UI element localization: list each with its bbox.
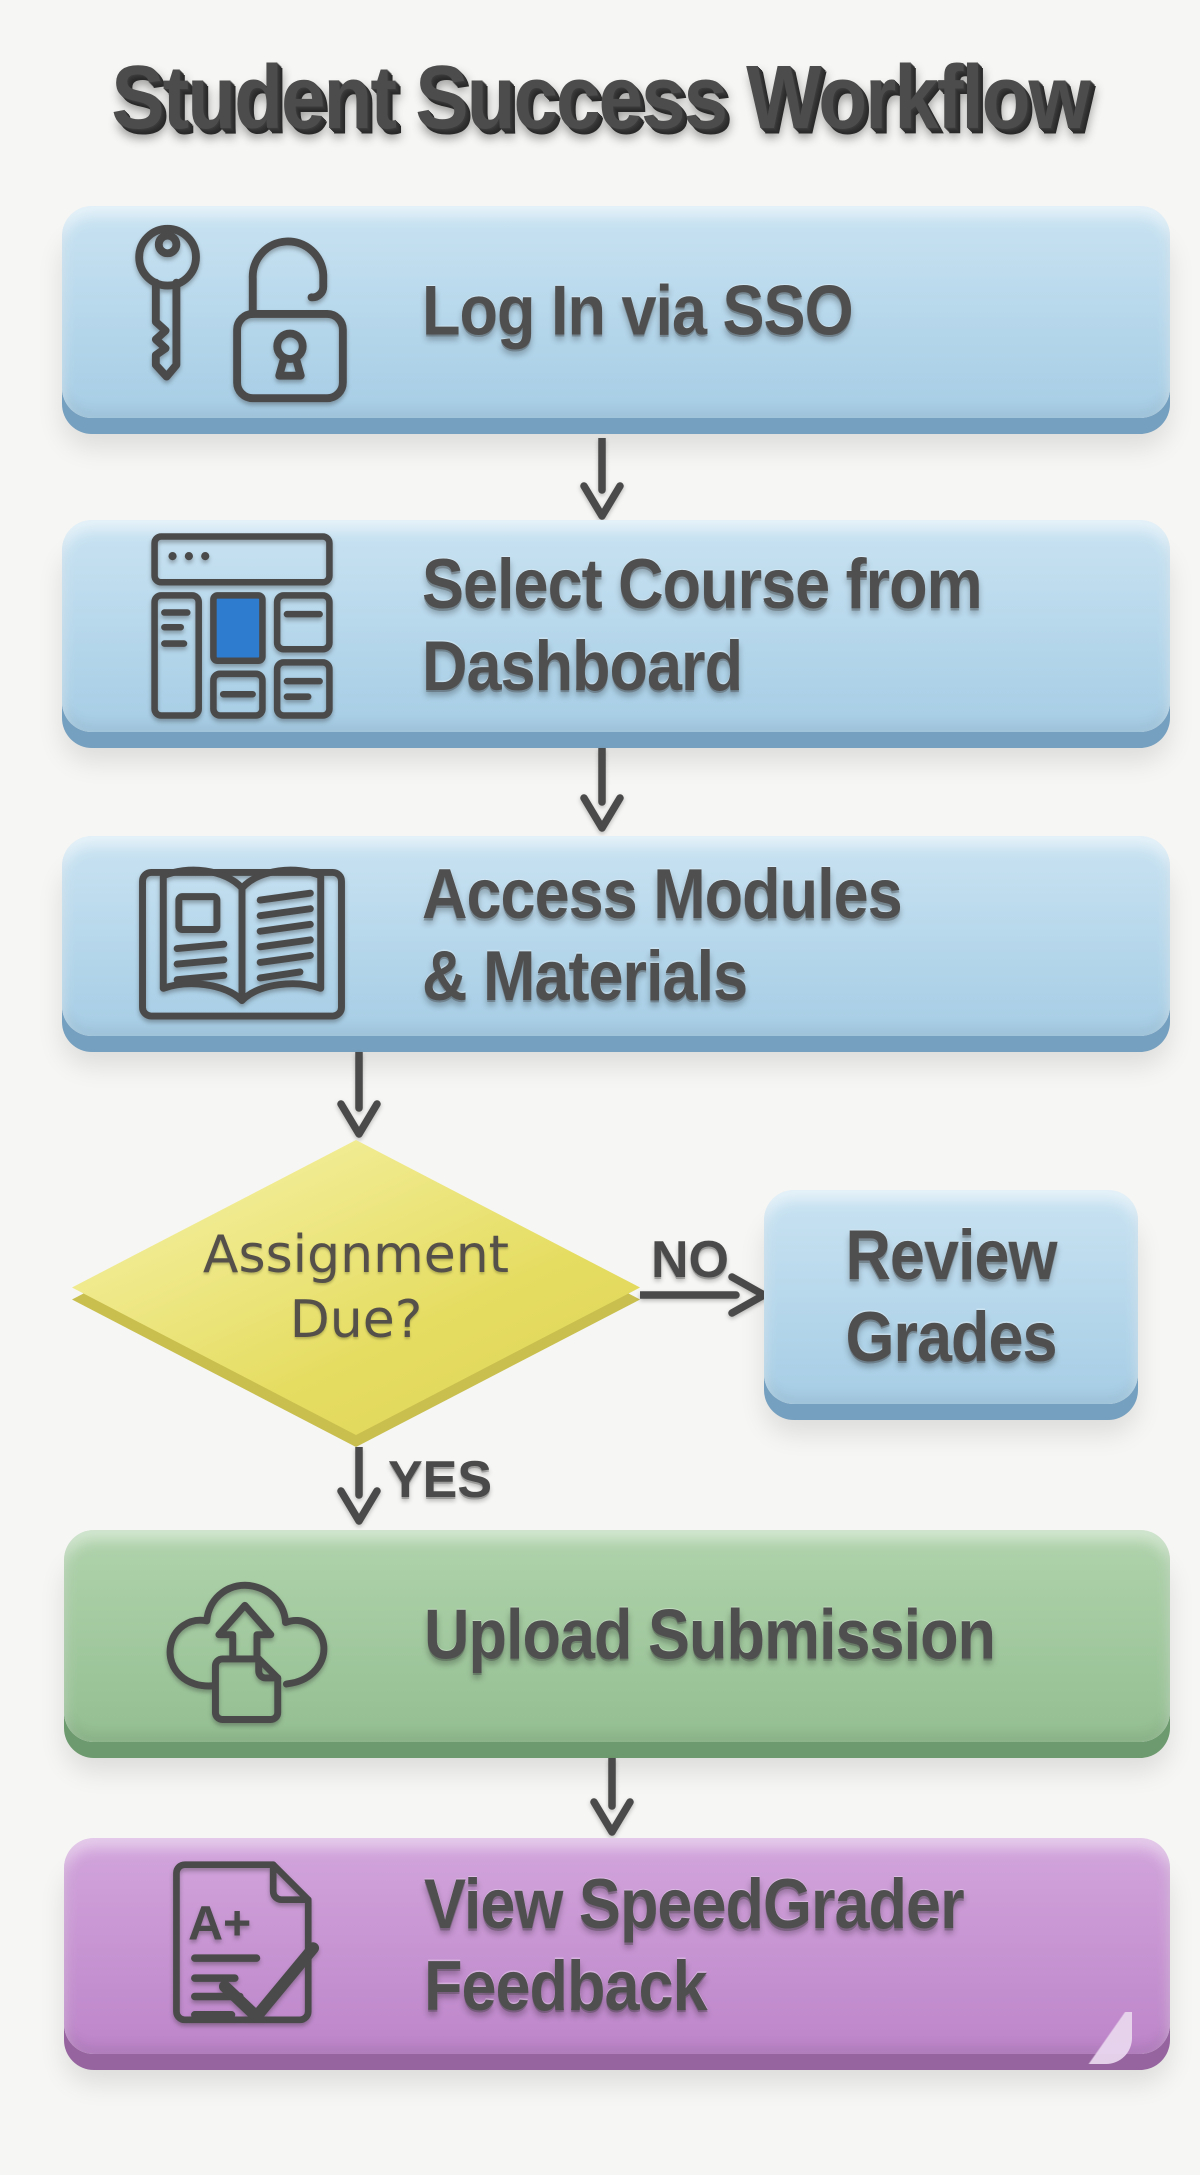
node-access-modules-label: Access Modules & Materials — [422, 855, 903, 1016]
arrow-decision-to-upload — [331, 1447, 387, 1527]
graded-feedback-icon: A+ — [64, 1848, 424, 2044]
page-curl-decoration — [1080, 2012, 1132, 2064]
edge-label-yes: YES — [388, 1451, 493, 1509]
arrow-select-to-modules — [574, 748, 630, 834]
node-login-label: Log In via SSO — [422, 272, 854, 351]
arrow-login-to-select — [574, 438, 630, 522]
node-upload-submission: Upload Submission — [64, 1530, 1170, 1742]
node-assignment-due-label: Assignment Due? — [202, 1224, 510, 1350]
node-view-feedback: A+ View SpeedGrader Feedback — [64, 1838, 1170, 2064]
node-review-grades: Review Grades — [764, 1190, 1138, 1404]
node-upload-submission-label: Upload Submission — [424, 1596, 996, 1675]
node-assignment-due: Assignment Due? — [72, 1140, 640, 1447]
node-select-course: Select Course from Dashboard — [62, 520, 1170, 732]
dashboard-icon — [62, 530, 422, 722]
node-review-grades-label: Review Grades — [845, 1216, 1057, 1377]
node-access-modules: Access Modules & Materials — [62, 836, 1170, 1036]
node-login: Log In via SSO — [62, 206, 1170, 418]
node-view-feedback-label: View SpeedGrader Feedback — [424, 1865, 965, 2026]
open-book-icon — [62, 843, 422, 1029]
svg-text:A+: A+ — [188, 1897, 251, 1951]
key-unlock-icon — [62, 218, 422, 406]
cloud-upload-icon — [64, 1543, 424, 1729]
arrow-modules-to-decision — [331, 1052, 387, 1140]
edge-label-no: NO — [651, 1231, 729, 1289]
arrow-upload-to-feedback — [584, 1758, 640, 1838]
page-title: Student Success Workflow — [111, 47, 1090, 147]
node-select-course-label: Select Course from Dashboard — [422, 545, 983, 706]
arrow-decision-to-review — [640, 1267, 770, 1323]
